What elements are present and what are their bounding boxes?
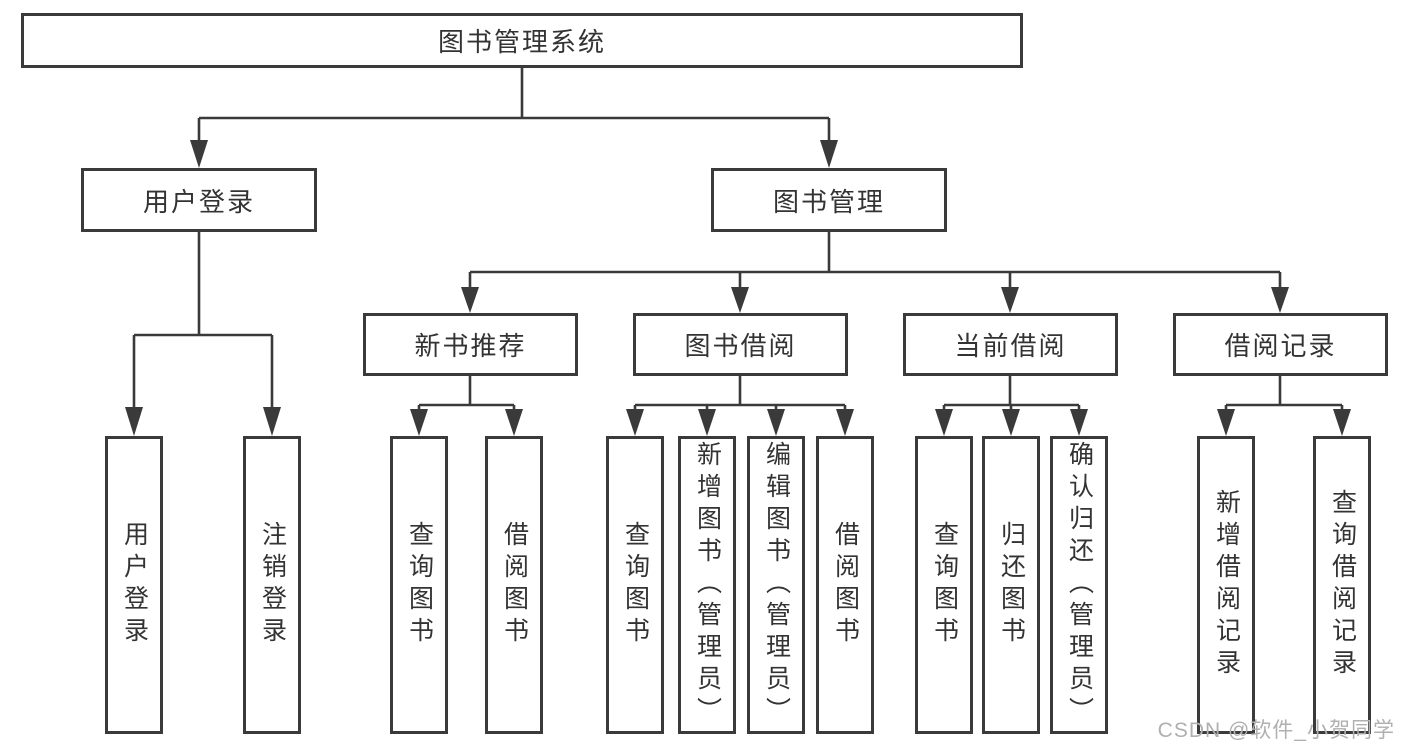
leaf-nbr-borrow-books: 借阅图书 (485, 436, 543, 734)
leaf-br-add-borrow-record-label: 新增借阅记录 (1212, 489, 1241, 681)
leaf-bb-edit-books-admin: 编辑图书（管理员） (747, 436, 805, 734)
leaf-bb-add-books-admin-label: 新增图书（管理员） (693, 441, 722, 729)
leaf-cb-query-books-label: 查询图书 (930, 521, 959, 649)
node-root: 图书管理系统 (21, 13, 1023, 68)
node-user-login-label: 用户登录 (142, 186, 255, 217)
node-book-borrowing-label: 图书借阅 (684, 331, 797, 361)
leaf-bb-add-books-admin: 新增图书（管理员） (678, 436, 736, 734)
node-book-management: 图书管理 (711, 168, 947, 232)
node-new-book-recommendation: 新书推荐 (363, 313, 578, 376)
leaf-nbr-query-books-label: 查询图书 (405, 521, 434, 649)
node-book-borrowing: 图书借阅 (633, 313, 848, 376)
leaf-bb-borrow-books: 借阅图书 (816, 436, 874, 734)
leaf-logout-label: 注销登录 (258, 521, 287, 649)
leaf-logout: 注销登录 (243, 436, 301, 734)
leaf-cb-return-books-label: 归还图书 (997, 521, 1026, 649)
csdn-watermark: CSDN @软件_小贺同学 (1157, 719, 1395, 742)
node-borrowing-records-label: 借阅记录 (1224, 331, 1337, 361)
node-current-borrowing-label: 当前借阅 (954, 331, 1067, 361)
node-user-login: 用户登录 (81, 168, 317, 232)
leaf-nbr-query-books: 查询图书 (390, 436, 448, 734)
leaf-bb-query-books: 查询图书 (606, 436, 664, 734)
node-new-book-recommendation-label: 新书推荐 (414, 331, 527, 361)
node-current-borrowing: 当前借阅 (903, 313, 1118, 376)
leaf-bb-edit-books-admin-label: 编辑图书（管理员） (762, 441, 791, 729)
node-borrowing-records: 借阅记录 (1173, 313, 1388, 376)
node-root-label: 图书管理系统 (437, 27, 606, 57)
leaf-br-query-borrow-record: 查询借阅记录 (1313, 436, 1371, 734)
leaf-cb-confirm-return-admin-label: 确认归还（管理员） (1065, 441, 1094, 729)
leaf-cb-query-books: 查询图书 (915, 436, 973, 734)
leaf-br-add-borrow-record: 新增借阅记录 (1197, 436, 1255, 734)
leaf-nbr-borrow-books-label: 借阅图书 (500, 521, 529, 649)
leaf-bb-borrow-books-label: 借阅图书 (831, 521, 860, 649)
leaf-br-query-borrow-record-label: 查询借阅记录 (1328, 489, 1357, 681)
leaf-user-login: 用户登录 (105, 436, 163, 734)
node-book-management-label: 图书管理 (772, 186, 885, 217)
leaf-user-login-label: 用户登录 (120, 521, 149, 649)
leaf-bb-query-books-label: 查询图书 (621, 521, 650, 649)
leaf-cb-confirm-return-admin: 确认归还（管理员） (1050, 436, 1108, 734)
leaf-cb-return-books: 归还图书 (982, 436, 1040, 734)
